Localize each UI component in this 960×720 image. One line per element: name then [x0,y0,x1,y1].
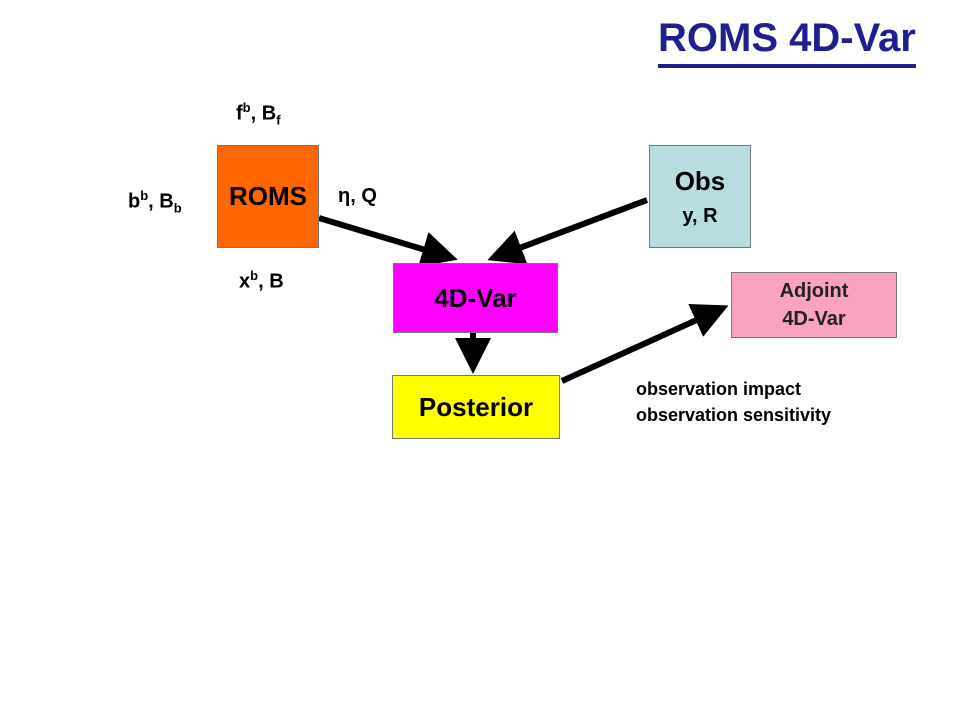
arrow-roms-to-4dvar [318,215,458,267]
adjoint-4dvar-box: Adjoint 4D-Var [731,272,897,338]
adjoint-label-line1: Adjoint [779,280,849,302]
posterior-box: Posterior [392,375,560,439]
observation-impact-text: observation impact observation sensitivi… [636,376,831,428]
arrow-obs-to-4dvar [487,197,649,265]
roms-box: ROMS [217,145,319,248]
roms-label: ROMS [229,181,307,211]
boundary-background-label: bb, Bb [128,188,182,216]
page-title: ROMS 4D-Var [658,14,916,68]
initial-background-label: xb, B [239,268,284,293]
model-error-label: η, Q [338,185,377,207]
forcing-background-label: fb, Bf [236,100,281,128]
obs-box: Obs y, R [649,145,751,248]
arrow-posterior-to-adjoint [560,303,729,384]
posterior-label: Posterior [418,391,534,422]
4dvar-label: 4D-Var [434,282,517,313]
impact-line1: observation impact [636,379,802,399]
4dvar-box: 4D-Var [393,263,558,333]
impact-line2: observation sensitivity [636,405,832,425]
adjoint-label-line2: 4D-Var [782,308,846,330]
obs-label: Obs [674,165,726,196]
obs-sublabel: y, R [682,204,718,227]
